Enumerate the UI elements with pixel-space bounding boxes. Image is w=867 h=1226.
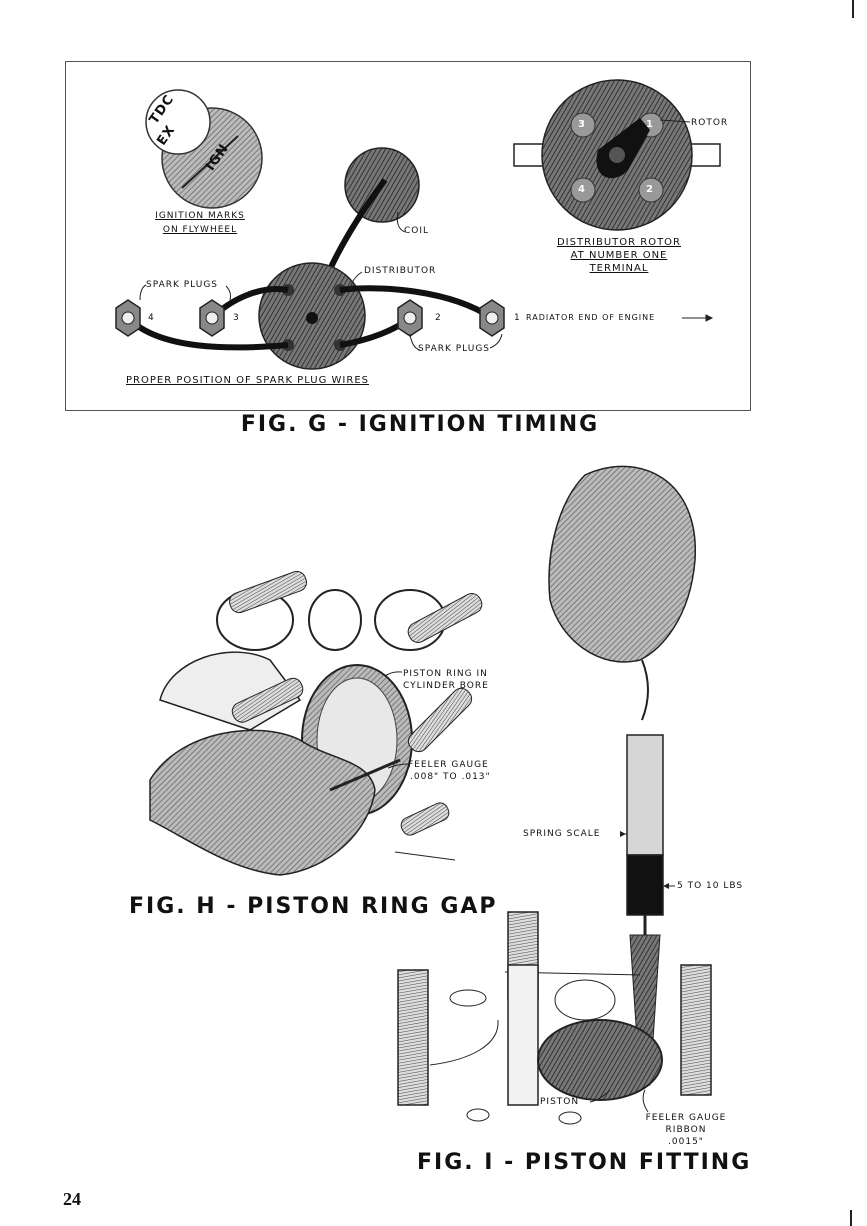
rotor-terminal-3: 3 (578, 119, 586, 130)
page-number: 24 (63, 1189, 81, 1209)
spark-plugs-bottom-label: SPARK PLUGS (418, 344, 491, 354)
ribbon-label-line2: RIBBON (665, 1125, 707, 1135)
coil-label: COIL (404, 226, 430, 236)
spring-scale-label: SPRING SCALE (523, 829, 601, 839)
spark-plugs-drawing (115, 299, 505, 337)
plug-number-1: 1 (514, 313, 521, 323)
feeler-gauge-label-line1: FEELER GAUGE (408, 760, 489, 770)
piston-ring-label-line1: PISTON RING IN (403, 669, 488, 679)
piston-ring-gap-drawing (149, 570, 483, 876)
plug-number-4: 4 (148, 313, 155, 323)
rotor-caption-line2: AT NUMBER ONE (570, 250, 668, 261)
rotor-terminal-1: 1 (646, 119, 654, 130)
rotor-label: ROTOR (691, 118, 729, 128)
piston-ring-label-line2: CYLINDER BORE (403, 681, 489, 691)
ignition-marks-label-line2: ON FLYWHEEL (162, 225, 238, 235)
spark-plugs-top-label: SPARK PLUGS (146, 280, 219, 290)
scan-edge-mark-bottom (850, 1210, 852, 1226)
distributor-label: DISTRIBUTOR (364, 266, 437, 276)
pull-force-label: 5 TO 10 LBS (677, 881, 744, 891)
ignition-marks-label-line1: IGNITION MARKS (155, 211, 245, 221)
ribbon-label-line1: FEELER GAUGE (645, 1113, 727, 1123)
fig-g-caption: FIG. G - IGNITION TIMING (240, 412, 600, 437)
rotor-terminal-2: 2 (646, 184, 654, 195)
rotor-caption-line1: DISTRIBUTOR ROTOR (556, 237, 682, 248)
piston-label: PISTON (540, 1097, 580, 1107)
scan-edge-mark-top (852, 0, 854, 18)
rotor-caption-line3: TERMINAL (589, 263, 649, 274)
piston-fitting-drawing (397, 465, 712, 1125)
ignition-timing-figure-frame (65, 61, 751, 411)
plug-number-3: 3 (233, 313, 240, 323)
fig-i-caption: FIG. I - PISTON FITTING (417, 1150, 752, 1175)
leader-lines-drawing (139, 211, 714, 351)
feeler-gauge-label-line2: .008" TO .013" (410, 772, 491, 782)
flywheel-disc-drawing (145, 89, 263, 209)
fig-h-caption: FIG. H - PISTON RING GAP (129, 894, 498, 919)
distributor-rotor-drawing (513, 79, 721, 231)
ribbon-label-line3: .0015" (668, 1137, 704, 1147)
radiator-end-label: RADIATOR END OF ENGINE (526, 313, 656, 322)
plug-number-2: 2 (435, 313, 442, 323)
wires-caption: PROPER POSITION OF SPARK PLUG WIRES (126, 375, 369, 386)
rotor-terminal-4: 4 (578, 184, 586, 195)
